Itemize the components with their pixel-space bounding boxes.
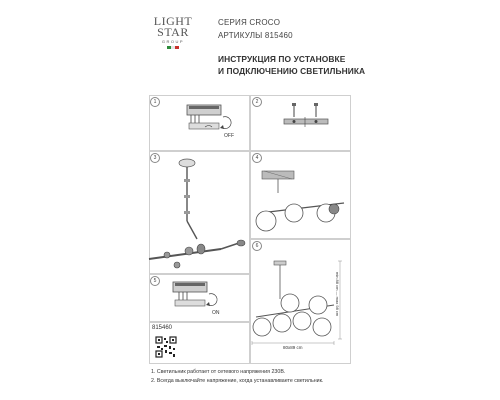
step-1-number: 1 — [150, 97, 160, 107]
mounting-plate-illustration — [283, 103, 329, 127]
width-dimension: 80x89 cm — [283, 345, 303, 350]
logo-line3: GROUP — [161, 39, 185, 44]
step-6-number: 6 — [252, 241, 262, 251]
step-1-off-label: OFF — [224, 133, 234, 139]
step-3-panel — [149, 151, 250, 274]
step-4-panel — [250, 151, 351, 239]
brand-logo: LIGHT STAR GROUP — [153, 14, 193, 49]
step-5-on-label: ON — [212, 310, 220, 316]
step-2-number: 2 — [252, 97, 262, 107]
step-3-number: 3 — [150, 153, 160, 163]
title-line1: ИНСТРУКЦИЯ ПО УСТАНОВКЕ — [218, 54, 346, 64]
logo-line2: STAR — [157, 25, 189, 39]
qr-code-icon — [155, 336, 177, 358]
assembly-illustration — [148, 158, 246, 269]
step-1-panel — [149, 95, 250, 151]
step-5-number: 5 — [150, 276, 160, 286]
step-5-panel — [149, 274, 250, 322]
bulbs-install-illustration — [255, 170, 345, 232]
article-number: 815460 — [152, 325, 173, 331]
note-2: 2. Всегда выключайте напряжение, когда у… — [151, 378, 324, 384]
series-label: СЕРИЯ CROCO — [218, 18, 281, 27]
article-panel — [149, 322, 250, 364]
ceiling-box-off-illustration — [186, 104, 232, 130]
dimensions-illustration — [251, 260, 342, 345]
articles-label: АРТИКУЛЫ 815460 — [218, 31, 293, 40]
step-4-number: 4 — [252, 153, 262, 163]
logo-line1: LIGHT — [153, 14, 193, 28]
note-1: 1. Светильник работает от сетевого напря… — [151, 369, 286, 375]
ceiling-box-on-illustration — [172, 281, 218, 307]
step-6-panel — [250, 239, 351, 364]
flag-icon — [153, 46, 193, 49]
step-2-panel — [250, 95, 351, 151]
height-dimension: min 88 cm — max 98 cm — [335, 272, 340, 317]
title-line2: И ПОДКЛЮЧЕНИЮ СВЕТИЛЬНИКА — [218, 66, 366, 76]
